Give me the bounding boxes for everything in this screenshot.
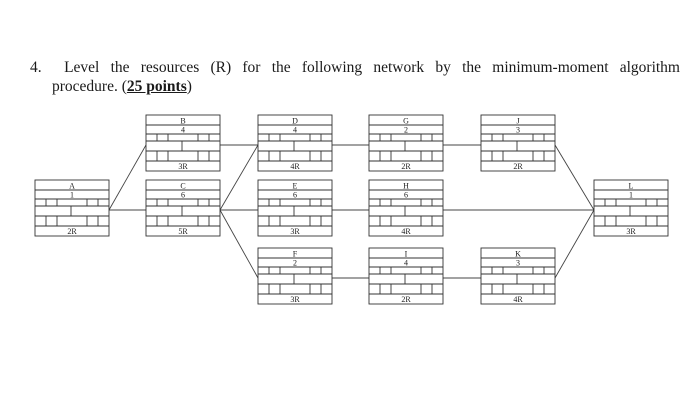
question-closing-paren: )	[186, 78, 192, 95]
activity-duration: 3	[516, 126, 520, 135]
activity-node-e: E6 3R	[257, 179, 333, 237]
activity-resource: 2R	[401, 295, 411, 304]
activity-resource: 3R	[626, 227, 636, 236]
activity-name: E	[293, 182, 298, 191]
activity-node-b: B4 3R	[145, 114, 221, 172]
link-K-L	[554, 209, 595, 279]
activity-name: F	[293, 250, 298, 259]
activity-resource: 3R	[290, 295, 300, 304]
activity-name: G	[403, 117, 409, 126]
activity-name: L	[629, 182, 634, 191]
question-line-2: procedure. (25 points)	[30, 77, 680, 96]
activity-resource: 3R	[290, 227, 300, 236]
activity-resource: 3R	[178, 162, 188, 171]
question-instruction: Level the resources (R) for the followin…	[64, 59, 680, 76]
network-nodes: A12RB43RC65RD44RE63RF23RG22RH64RI42RJ32R…	[34, 114, 669, 305]
activity-name: J	[516, 117, 519, 126]
activity-node-c: C6 5R	[145, 179, 221, 237]
link-A-B	[108, 144, 147, 211]
activity-duration: 2	[404, 126, 408, 135]
activity-duration: 6	[404, 191, 408, 200]
activity-node-g: G2 2R	[368, 114, 444, 172]
activity-name: C	[180, 182, 185, 191]
activity-resource: 2R	[401, 162, 411, 171]
activity-name: I	[405, 250, 408, 259]
network-links	[108, 144, 595, 279]
activity-resource: 2R	[513, 162, 523, 171]
link-J-L	[554, 144, 595, 211]
activity-duration: 6	[293, 191, 297, 200]
link-C-D	[219, 144, 259, 211]
activity-duration: 3	[516, 259, 520, 268]
activity-name: K	[515, 250, 521, 259]
points-value: 25 points	[126, 78, 187, 95]
activity-duration: 1	[629, 191, 633, 200]
activity-resource: 4R	[290, 162, 300, 171]
activity-node-d: D4 4R	[257, 114, 333, 172]
question-instruction-end: procedure. (	[52, 78, 127, 95]
activity-node-j: J3 2R	[480, 114, 556, 172]
activity-duration: 4	[181, 126, 185, 135]
activity-node-k: K3 4R	[480, 247, 556, 305]
activity-duration: 2	[293, 259, 297, 268]
activity-node-h: H6 4R	[368, 179, 444, 237]
activity-resource: 2R	[67, 227, 77, 236]
activity-node-a: A1 2R	[34, 179, 110, 237]
activity-resource: 5R	[178, 227, 188, 236]
activity-name: A	[69, 182, 75, 191]
activity-duration: 1	[70, 191, 74, 200]
activity-duration: 4	[404, 259, 408, 268]
activity-node-i: I4 2R	[368, 247, 444, 305]
activity-resource: 4R	[513, 295, 523, 304]
activity-name: H	[403, 182, 409, 191]
activity-node-f: F2 3R	[257, 247, 333, 305]
question-line-1: 4. Level the resources (R) for the follo…	[30, 58, 680, 77]
activity-node-l: L1 3R	[593, 179, 669, 237]
question-text: 4. Level the resources (R) for the follo…	[30, 58, 680, 96]
activity-duration: 4	[293, 126, 297, 135]
activity-name: B	[180, 117, 185, 126]
link-C-F	[219, 209, 259, 279]
question-number: 4.	[30, 59, 42, 76]
activity-duration: 6	[181, 191, 185, 200]
activity-resource: 4R	[401, 227, 411, 236]
activity-name: D	[292, 117, 298, 126]
